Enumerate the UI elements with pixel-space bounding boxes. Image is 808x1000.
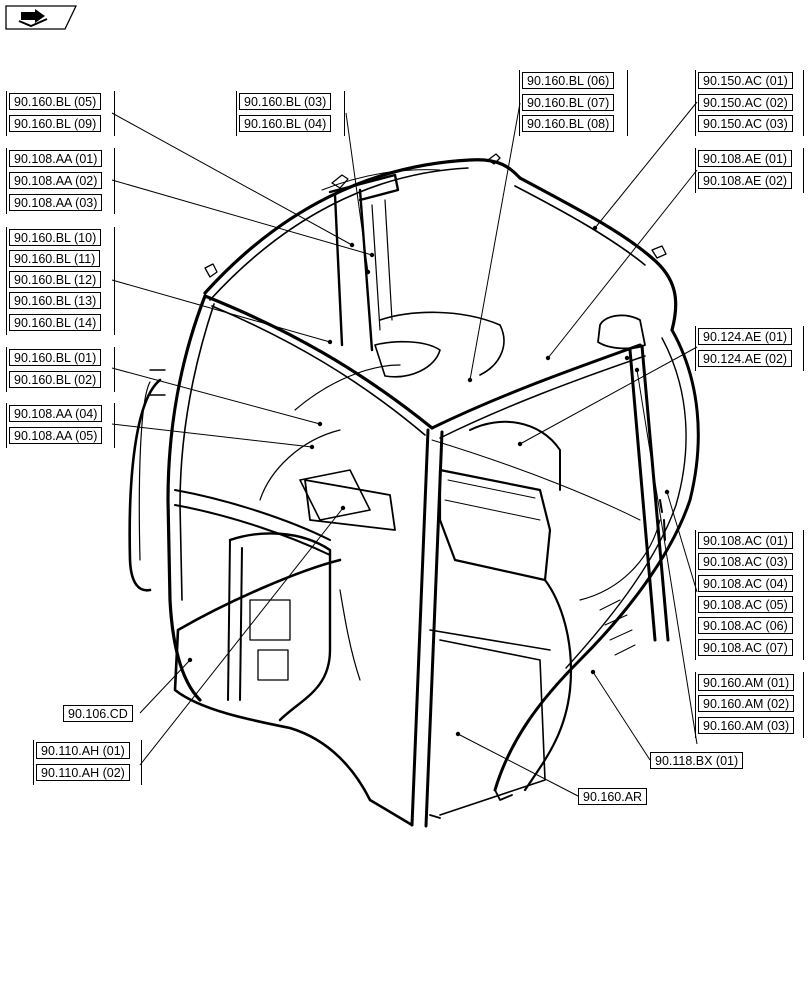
label-ac108-05[interactable]: 90.108.AC (05) xyxy=(698,596,793,613)
roof-frame-front xyxy=(203,158,522,295)
roof-frame-right xyxy=(518,176,678,332)
left-handle xyxy=(128,378,162,592)
label-ac01[interactable]: 90.150.AC (01) xyxy=(698,72,793,89)
group-bl05 xyxy=(6,91,115,136)
label-bl03[interactable]: 90.160.BL (03) xyxy=(239,93,332,110)
group-bl06 xyxy=(519,70,628,136)
label-ah02[interactable]: 90.110.AH (02) xyxy=(36,764,130,781)
label-ac108-01[interactable]: 90.108.AC (01) xyxy=(698,532,793,549)
label-bl12[interactable]: 90.160.BL (12) xyxy=(9,271,102,288)
group-bl10 xyxy=(6,227,115,335)
label-bl10[interactable]: 90.160.BL (10) xyxy=(9,229,102,246)
label-ae124-02[interactable]: 90.124.AE (02) xyxy=(698,350,793,367)
label-cd[interactable]: 90.106.CD xyxy=(63,705,133,722)
group-c108 xyxy=(695,530,804,660)
label-bl01[interactable]: 90.160.BL (01) xyxy=(9,349,102,366)
label-ac108-07[interactable]: 90.108.AC (07) xyxy=(698,639,793,656)
group-ae124 xyxy=(695,326,804,371)
group-am01 xyxy=(695,672,804,738)
label-am03[interactable]: 90.160.AM (03) xyxy=(698,717,795,734)
label-ac03[interactable]: 90.150.AC (03) xyxy=(698,115,793,132)
label-ac108-06[interactable]: 90.108.AC (06) xyxy=(698,617,793,634)
label-aa04[interactable]: 90.108.AA (04) xyxy=(9,405,103,422)
label-ae124-01[interactable]: 90.124.AE (01) xyxy=(698,328,793,345)
left-door-frame xyxy=(166,294,207,702)
group-ae01 xyxy=(695,148,804,193)
front-pillar-right xyxy=(628,344,670,642)
label-ar[interactable]: 90.160.AR xyxy=(578,788,648,805)
book-arrow-icon[interactable] xyxy=(5,5,77,30)
label-bl06[interactable]: 90.160.BL (06) xyxy=(522,72,615,89)
roof-crossbar-front xyxy=(203,294,434,430)
group-ac01 xyxy=(695,70,804,136)
label-bx01[interactable]: 90.118.BX (01) xyxy=(650,752,744,769)
label-bl11[interactable]: 90.160.BL (11) xyxy=(9,250,101,267)
label-am01[interactable]: 90.160.AM (01) xyxy=(698,674,795,691)
label-bl07[interactable]: 90.160.BL (07) xyxy=(522,94,615,111)
label-aa03[interactable]: 90.108.AA (03) xyxy=(9,194,103,211)
rear-pillar xyxy=(328,173,400,352)
group-bl03 xyxy=(236,91,345,136)
label-bl05[interactable]: 90.160.BL (05) xyxy=(9,93,102,110)
label-bl14[interactable]: 90.160.BL (14) xyxy=(9,314,102,331)
group-aa04 xyxy=(6,403,115,448)
roof-crossbar-rear xyxy=(430,343,642,430)
label-ae02[interactable]: 90.108.AE (02) xyxy=(698,172,793,189)
label-aa01[interactable]: 90.108.AA (01) xyxy=(9,150,103,167)
label-bl08[interactable]: 90.160.BL (08) xyxy=(522,115,615,132)
label-ae01[interactable]: 90.108.AE (01) xyxy=(698,150,793,167)
label-ac02[interactable]: 90.150.AC (02) xyxy=(698,94,793,111)
seat xyxy=(438,468,552,582)
label-bl02[interactable]: 90.160.BL (02) xyxy=(9,371,102,388)
label-am02[interactable]: 90.160.AM (02) xyxy=(698,695,795,712)
label-bl09[interactable]: 90.160.BL (09) xyxy=(9,115,102,132)
label-ah01[interactable]: 90.110.AH (01) xyxy=(36,742,130,759)
group-aa01 xyxy=(6,148,115,214)
right-door-frame xyxy=(493,328,700,792)
lower-body xyxy=(173,558,414,827)
label-bl04[interactable]: 90.160.BL (04) xyxy=(239,115,332,132)
front-pillar-left xyxy=(410,428,444,828)
rear-crossbar xyxy=(174,489,331,556)
label-ac108-03[interactable]: 90.108.AC (03) xyxy=(698,553,793,570)
label-aa05[interactable]: 90.108.AA (05) xyxy=(9,427,103,444)
label-bl13[interactable]: 90.160.BL (13) xyxy=(9,292,102,309)
group-bl01 xyxy=(6,347,115,392)
label-aa02[interactable]: 90.108.AA (02) xyxy=(9,172,103,189)
label-ac108-04[interactable]: 90.108.AC (04) xyxy=(698,575,793,592)
roof-panel-clip xyxy=(597,314,646,350)
group-ah01 xyxy=(33,740,142,785)
